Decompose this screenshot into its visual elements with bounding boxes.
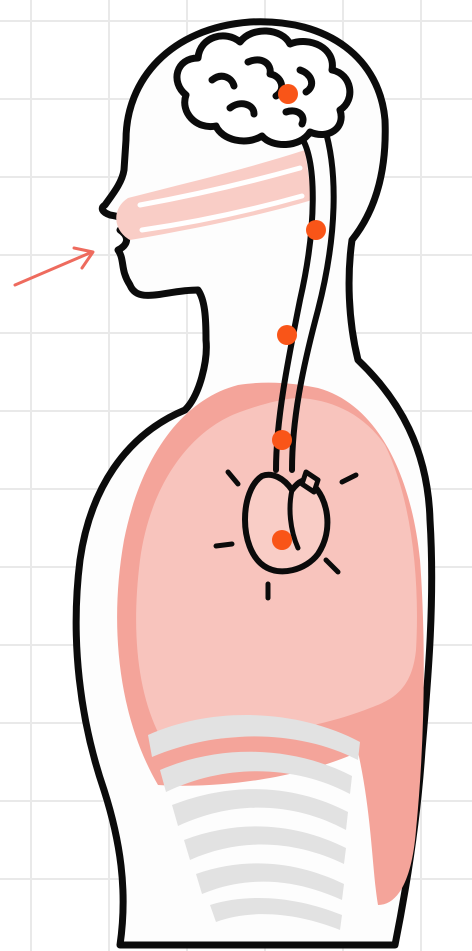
brain-marker (278, 84, 298, 104)
chest-marker (272, 430, 292, 450)
neck-marker (277, 325, 297, 345)
pointer-arrow-icon (15, 248, 93, 285)
heart-marker (272, 530, 292, 550)
brain-icon (177, 31, 350, 145)
throat-marker (306, 220, 326, 240)
